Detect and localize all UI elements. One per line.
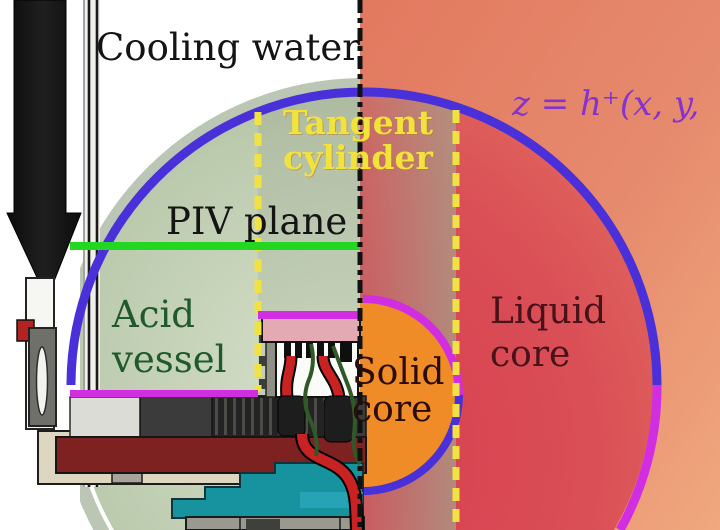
free-surface-outline-magenta (616, 384, 662, 530)
assembly-tab (259, 379, 266, 389)
bracket-slot (35, 346, 49, 416)
solid-core-outline-magenta (362, 295, 463, 396)
core-top-interface-line (258, 311, 362, 319)
green-wire (303, 343, 319, 457)
connector-pin-block (340, 342, 352, 362)
connector-pin (328, 342, 335, 358)
apparatus-photo-half (6, 0, 367, 530)
connector-pin (306, 342, 313, 358)
red-tube (318, 355, 344, 399)
core-top-plate-pink (261, 315, 361, 343)
connector-pin (284, 342, 291, 358)
cable-cap (277, 395, 306, 437)
red-cable (297, 433, 362, 530)
motor-block-highlight (300, 492, 363, 508)
cooling-water-arrow-icon (6, 0, 82, 301)
assembly-tab (259, 356, 266, 366)
cable-cap (323, 395, 354, 443)
liquid-surface-line (70, 390, 258, 397)
connector-pin (317, 342, 324, 358)
connector-pin (295, 342, 302, 358)
green-wire (331, 345, 362, 466)
piv-plane-line (70, 242, 360, 250)
bottom-strip-part (246, 519, 280, 530)
solid-core-circle (360, 299, 459, 491)
vessel-bottom-gray (69, 396, 143, 438)
red-tube (282, 355, 296, 399)
